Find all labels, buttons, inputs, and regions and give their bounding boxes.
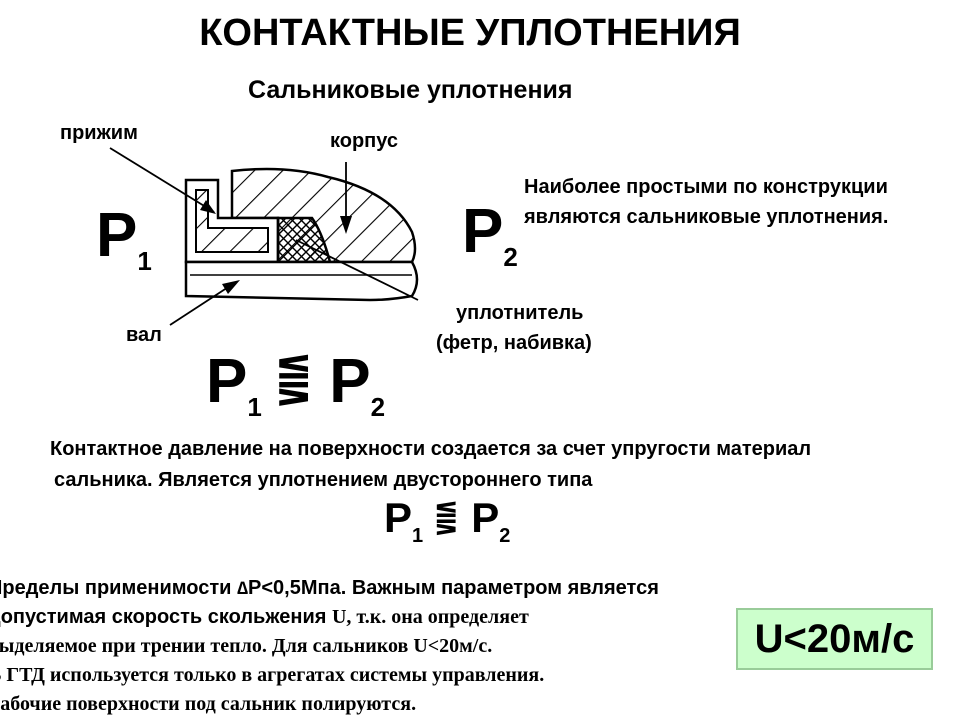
pressure-p1-letter: P [96, 201, 138, 270]
label-press: прижим [60, 122, 138, 144]
slide-title: КОНТАКТНЫЕ УПЛОТНЕНИЯ [199, 12, 741, 54]
limits-text: Пределы применимости ∆P<0,5Мпа. Важным п… [0, 574, 659, 719]
relation-large-symbol: ⪋ [274, 349, 313, 403]
relation-small-left-letter: P [384, 494, 413, 541]
limits-line5: Рабочие поверхности под сальник полируют… [0, 693, 417, 715]
relation-small-symbol: ⪋ [433, 499, 459, 534]
label-shaft: вал [126, 324, 162, 346]
description: Наиболее простыми по конструкции являютс… [524, 172, 888, 232]
leader-shaft-arrowhead [222, 280, 240, 294]
leader-body-arrowhead [340, 216, 352, 234]
limits-line2-a: допустимая скорость скольжения [0, 606, 332, 628]
relation-small-left-index: 1 [412, 525, 424, 547]
limits-line2: допустимая скорость скольжения U, т.к. о… [0, 603, 659, 632]
pressure-p2: P2 [462, 196, 518, 272]
speed-limit-box: U<20м/с [736, 608, 933, 670]
limits-line1-a: Пределы применимости [0, 577, 238, 599]
pressure-p2-letter: P [462, 197, 504, 266]
speed-limit-text: U<20м/с [754, 616, 915, 661]
pressure-p1: P1 [96, 200, 152, 276]
leader-press-arrowhead [200, 200, 216, 214]
contact-text-line2: сальника. Является уплотнением двусторон… [54, 469, 593, 491]
pressure-p2-index: 2 [503, 242, 518, 272]
description-line1: Наиболее простыми по конструкции [524, 176, 888, 198]
label-body: корпус [330, 130, 399, 152]
leader-shaft [169, 281, 237, 326]
limits-line4: В ГТД используется только в агрегатах си… [0, 664, 545, 686]
label-seal-line1: уплотнитель [456, 302, 584, 324]
delta-icon: ∆ [237, 578, 249, 598]
limits-line1: Пределы применимости ∆P<0,5Мпа. Важным п… [0, 574, 659, 603]
relation-large-left-index: 1 [247, 392, 262, 422]
relation-small: P1 ⪋ P2 [384, 494, 510, 547]
label-seal-line2: (фетр, набивка) [436, 332, 592, 354]
relation-large-right-index: 2 [370, 392, 386, 422]
relation-small-right-index: 2 [499, 525, 511, 547]
press-sleeve-hatch [195, 189, 269, 253]
slide-subtitle: Сальниковые уплотнения [248, 76, 573, 104]
relation-small-right-letter: P [471, 494, 500, 541]
leader-press [109, 147, 215, 213]
housing-shape [230, 167, 417, 264]
contact-text: Контактное давление на поверхности созда… [50, 434, 811, 496]
relation-large-right-letter: P [329, 347, 371, 416]
shaft-shape [184, 260, 419, 302]
limits-line2-b: U, т.к. она определяет [331, 606, 529, 628]
relation-large-left-letter: P [206, 347, 248, 416]
description-line2: являются сальниковые уплотнения. [524, 206, 889, 228]
contact-text-line1: Контактное давление на поверхности созда… [50, 438, 812, 460]
leader-seal [295, 239, 419, 301]
pressure-p1-index: 1 [137, 246, 152, 276]
relation-large: P1 ⪋ P2 [206, 346, 385, 422]
limits-line3: выделяемое при трении тепло. Для сальник… [0, 635, 493, 657]
limits-line1-b: P<0,5Мпа. Важным параметром является [248, 577, 659, 599]
